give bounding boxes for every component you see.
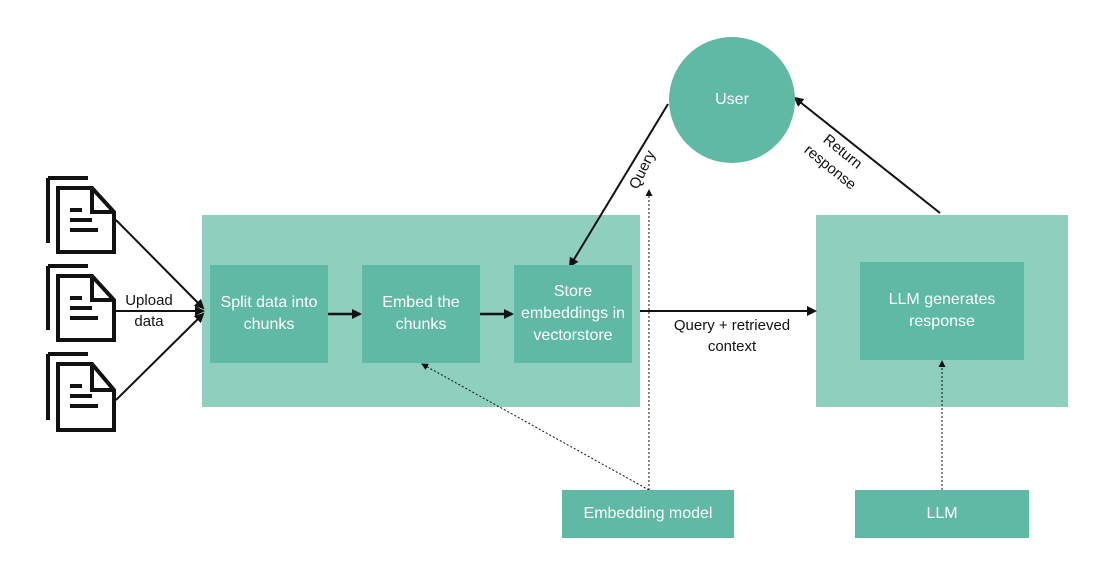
user-label: User	[715, 91, 749, 108]
query-arrow	[568, 103, 669, 268]
split-node: Split data into chunks	[210, 265, 328, 363]
embedding-model-label: Embedding model	[583, 505, 713, 522]
store-node-label: Store embeddings in vectorstore	[520, 283, 626, 344]
llm-generates-node: LLM generates response	[860, 262, 1024, 360]
document-stack-icon	[46, 176, 116, 254]
embedding-model-to-embed-dotted	[421, 363, 650, 491]
llm-label: LLM	[926, 505, 958, 522]
document-stack-icon	[46, 352, 116, 432]
upload-arrows	[115, 219, 205, 401]
embed-node: Embed the chunks	[362, 265, 480, 363]
split-node-label: Split data into chunks	[220, 294, 318, 333]
context-label-line2: context	[707, 338, 757, 355]
context-label: Query + retrieved context	[652, 315, 812, 357]
context-label-line1: Query + retrieved	[673, 317, 791, 334]
document-stack-icon	[46, 264, 116, 342]
return-arrow	[793, 96, 941, 214]
embed-node-label: Embed the chunks	[382, 294, 460, 333]
embedding-model-node: Embedding model	[562, 490, 734, 538]
llm-generates-label: LLM generates response	[888, 291, 996, 330]
upload-label-line1: Upload	[125, 292, 173, 309]
upload-label: Upload data	[116, 290, 182, 332]
user-node: User	[669, 37, 795, 163]
upload-label-line2: data	[134, 313, 164, 330]
store-node: Store embeddings in vectorstore	[514, 265, 632, 363]
llm-node: LLM	[855, 490, 1029, 538]
